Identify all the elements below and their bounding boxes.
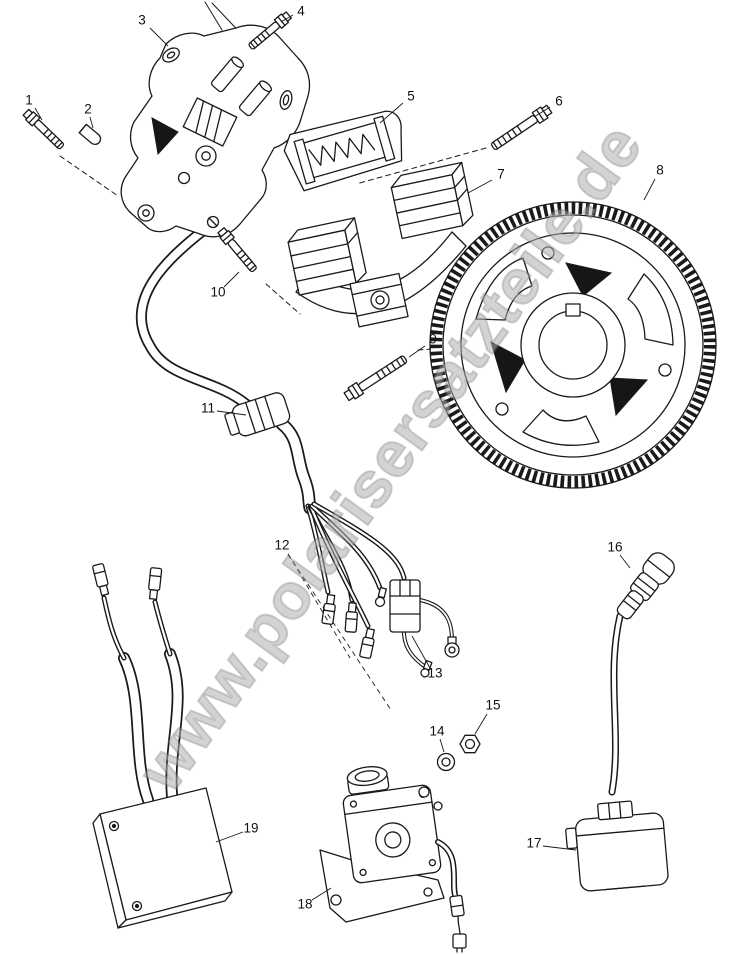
leader-line-15 bbox=[474, 713, 488, 735]
leader-line-17 bbox=[542, 845, 577, 851]
part-label-1: 1 bbox=[25, 93, 33, 108]
relay-body bbox=[342, 784, 442, 884]
part-label-12: 12 bbox=[274, 538, 289, 553]
part-label-11: 11 bbox=[201, 401, 215, 416]
charge-coil-lower bbox=[287, 217, 367, 296]
relay-terminal bbox=[433, 801, 443, 811]
part-8-flywheel bbox=[429, 201, 717, 489]
leader-line-16 bbox=[619, 554, 631, 569]
extra-leader-line-1 bbox=[287, 553, 351, 659]
leader-line-12 bbox=[287, 553, 392, 711]
ring-terminal bbox=[444, 636, 460, 658]
plate-window bbox=[151, 117, 179, 156]
leader-line-3 bbox=[149, 27, 169, 47]
part-label-5: 5 bbox=[407, 89, 415, 104]
part-label-4: 4 bbox=[297, 4, 305, 19]
flywheel-slot bbox=[609, 377, 649, 417]
part-4-bolt bbox=[248, 11, 292, 50]
ring-gear-teeth bbox=[430, 202, 716, 488]
relay-terminal bbox=[418, 786, 430, 798]
part-12-wiring-harness bbox=[305, 501, 460, 678]
spade-terminal bbox=[344, 602, 359, 633]
charge-coil-upper bbox=[390, 161, 474, 240]
part-label-2: 2 bbox=[84, 102, 92, 117]
part-label-8: 8 bbox=[656, 163, 664, 178]
leader-line-6 bbox=[533, 106, 551, 118]
part-2-clip bbox=[78, 123, 102, 146]
flywheel-blade bbox=[475, 257, 533, 321]
spade-terminal bbox=[148, 567, 163, 600]
part-label-10: 10 bbox=[210, 285, 225, 300]
flywheel-bore bbox=[538, 310, 608, 380]
part-label-18: 18 bbox=[297, 897, 312, 912]
leader-line-1 bbox=[34, 107, 43, 121]
part-1-bolt bbox=[22, 108, 65, 150]
part-6-bolt bbox=[490, 104, 553, 151]
part-label-6: 6 bbox=[555, 94, 563, 109]
stator-post-a bbox=[210, 56, 245, 93]
part-3-stator-plate bbox=[120, 24, 311, 238]
part-label-15: 15 bbox=[485, 698, 500, 713]
leader-line-7 bbox=[467, 179, 493, 194]
leader-line-8 bbox=[643, 178, 656, 201]
part-label-9: 9 bbox=[429, 332, 437, 347]
spade-terminal bbox=[359, 627, 375, 659]
part-17-ignition-coil bbox=[565, 800, 669, 892]
part-label-7: 7 bbox=[497, 167, 505, 182]
coil-mount-tab bbox=[565, 827, 578, 850]
coil-yoke bbox=[295, 231, 467, 315]
leader-line-11 bbox=[216, 410, 247, 416]
part-label-19: 19 bbox=[243, 821, 258, 836]
part-label-14: 14 bbox=[429, 724, 445, 739]
flywheel-slot bbox=[565, 262, 613, 297]
flywheel-blade bbox=[627, 273, 674, 346]
leader-line-13 bbox=[411, 635, 431, 669]
coil-winding-zigzag bbox=[308, 133, 376, 166]
part-11-grommet bbox=[224, 392, 291, 437]
part-18-starter-relay bbox=[319, 766, 467, 953]
inline-connector bbox=[449, 894, 465, 918]
leader-line-4 bbox=[280, 14, 294, 23]
leader-line-5 bbox=[379, 102, 404, 124]
stator-lead-cable bbox=[135, 224, 317, 515]
flywheel-slot bbox=[490, 340, 526, 394]
relay-top-cylinder bbox=[346, 766, 390, 795]
part-label-13: 13 bbox=[427, 666, 442, 681]
wire-plug bbox=[452, 933, 467, 949]
spade-terminal bbox=[92, 563, 110, 597]
keyway-notch bbox=[565, 303, 581, 317]
part-7-charge-coils bbox=[287, 161, 474, 328]
part-15-nut bbox=[459, 734, 481, 754]
part-label-16: 16 bbox=[607, 540, 622, 555]
coil-center-block bbox=[349, 272, 409, 328]
spade-terminal bbox=[321, 593, 336, 625]
stator-post-b bbox=[238, 80, 273, 117]
coil-connector-block bbox=[597, 800, 634, 821]
plate-coil-block bbox=[182, 97, 238, 147]
part-14-washer bbox=[436, 752, 456, 772]
part-9-bolt bbox=[343, 355, 408, 402]
leader-line-18 bbox=[311, 887, 332, 901]
part-label-17: 17 bbox=[526, 836, 541, 851]
part-10-bolt bbox=[217, 227, 257, 273]
bullet-terminal bbox=[374, 586, 387, 608]
part-5-source-coil bbox=[283, 110, 403, 192]
leader-line-19 bbox=[215, 831, 244, 843]
part-13-connector bbox=[389, 579, 421, 633]
part-19-cdi-unit bbox=[92, 563, 233, 929]
leader-line-2 bbox=[89, 116, 94, 129]
leader-line-10 bbox=[223, 271, 240, 288]
part-label-3: 3 bbox=[138, 13, 146, 28]
leader-line-9 bbox=[408, 345, 426, 358]
leader-line-14 bbox=[439, 738, 445, 753]
part-16-spark-plug-cap bbox=[608, 552, 675, 796]
flywheel-blade bbox=[522, 409, 600, 446]
